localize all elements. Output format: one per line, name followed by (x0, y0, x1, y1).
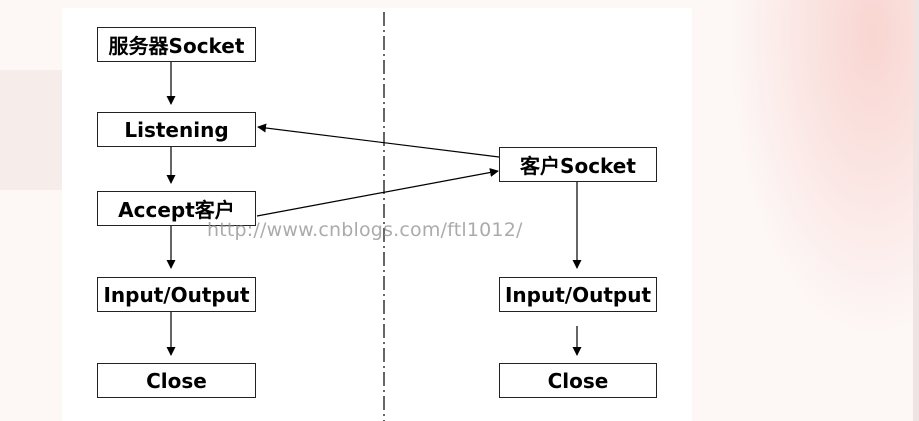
server-socket-box: 服务器Socket (97, 27, 256, 62)
client-socket-box: 客户Socket (499, 147, 657, 182)
client-close-box: Close (499, 363, 657, 398)
watermark-url: http://www.cnblogs.com/ftl1012/ (207, 219, 523, 241)
accept-client-box: Accept客户 (97, 191, 256, 226)
server-close-box: Close (97, 363, 256, 398)
page-edge (913, 0, 919, 421)
background-glow (689, 0, 919, 421)
server-input-output-box: Input/Output (97, 277, 256, 312)
background-strip (0, 70, 62, 190)
listening-box: Listening (97, 112, 256, 147)
client-input-output-box: Input/Output (499, 277, 657, 312)
